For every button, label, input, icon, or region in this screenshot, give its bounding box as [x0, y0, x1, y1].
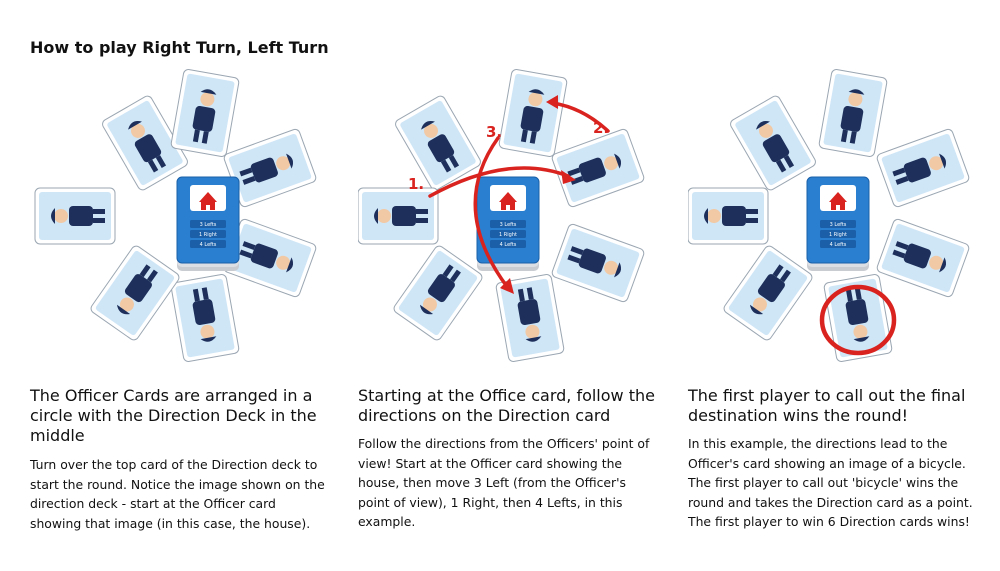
arrow-step-3: [473, 136, 510, 290]
deck-line: 4 Lefts: [200, 242, 217, 248]
deck-line: 4 Lefts: [830, 242, 847, 248]
deck-line: 1 Right: [829, 232, 847, 238]
direction-deck: 3 Lefts 1 Right 4 Lefts: [806, 176, 870, 272]
arrowhead-icon: [546, 95, 558, 109]
deck-line: 4 Lefts: [500, 242, 517, 248]
officer-card: [358, 187, 439, 245]
officer-card: [497, 68, 569, 158]
officer-card: [728, 93, 818, 193]
arrowhead-icon: [561, 170, 576, 184]
deck-line: 3 Lefts: [500, 222, 517, 228]
deck-line: 1 Right: [199, 232, 217, 238]
panel-winner: 3 Lefts 1 Right 4 Lefts The first player…: [688, 68, 988, 568]
officer-card: [169, 68, 241, 158]
page-title: How to play Right Turn, Left Turn: [30, 38, 329, 57]
officer-card: [391, 243, 485, 343]
panel-body: In this example, the directions lead to …: [688, 436, 973, 529]
annotation-step-1: 1.: [408, 175, 424, 193]
deck-line: 3 Lefts: [200, 222, 217, 228]
panel-body: Turn over the top card of the Direction …: [30, 457, 325, 531]
card-circle-illustration: 3 Lefts 1 Right 4 Lefts: [34, 68, 318, 363]
arrow-step-1: [428, 166, 570, 198]
officer-card: [550, 222, 646, 304]
panel-arrangement: 3 Lefts 1 Right 4 Lefts The Officer Card…: [30, 68, 330, 568]
direction-deck: 3 Lefts 1 Right 4 Lefts: [176, 176, 240, 272]
panel-heading: Starting at the Office card, follow the …: [358, 386, 655, 425]
officer-card: [550, 127, 646, 209]
officer-card: [169, 273, 241, 363]
annotation-step-2: 2.: [593, 119, 609, 137]
directions-illustration: 3 Lefts 1 Right 4 Lefts 1. 2. 3.: [358, 68, 646, 363]
direction-deck: 3 Lefts 1 Right 4 Lefts: [476, 176, 540, 272]
officer-card: [688, 187, 769, 245]
officer-card: [721, 243, 815, 343]
arrowheads: [500, 95, 576, 294]
annotation-step-3: 3.: [486, 123, 502, 141]
officer-card: [875, 127, 971, 209]
panel-heading: The first player to call out the final d…: [688, 386, 966, 425]
officer-card: [34, 187, 116, 245]
officer-card: [875, 217, 971, 299]
winner-circle: [819, 284, 897, 356]
officer-card: [817, 68, 889, 158]
winner-illustration: 3 Lefts 1 Right 4 Lefts: [688, 68, 971, 363]
panel-heading: The Officer Cards are arranged in a circ…: [30, 386, 317, 445]
panel-body: Follow the directions from the Officers'…: [358, 436, 650, 529]
deck-line: 1 Right: [499, 232, 517, 238]
deck-line: 3 Lefts: [830, 222, 847, 228]
panel-directions: 3 Lefts 1 Right 4 Lefts 1. 2. 3. Startin…: [358, 68, 658, 568]
officer-card: [88, 243, 182, 343]
arrowhead-icon: [500, 278, 514, 294]
